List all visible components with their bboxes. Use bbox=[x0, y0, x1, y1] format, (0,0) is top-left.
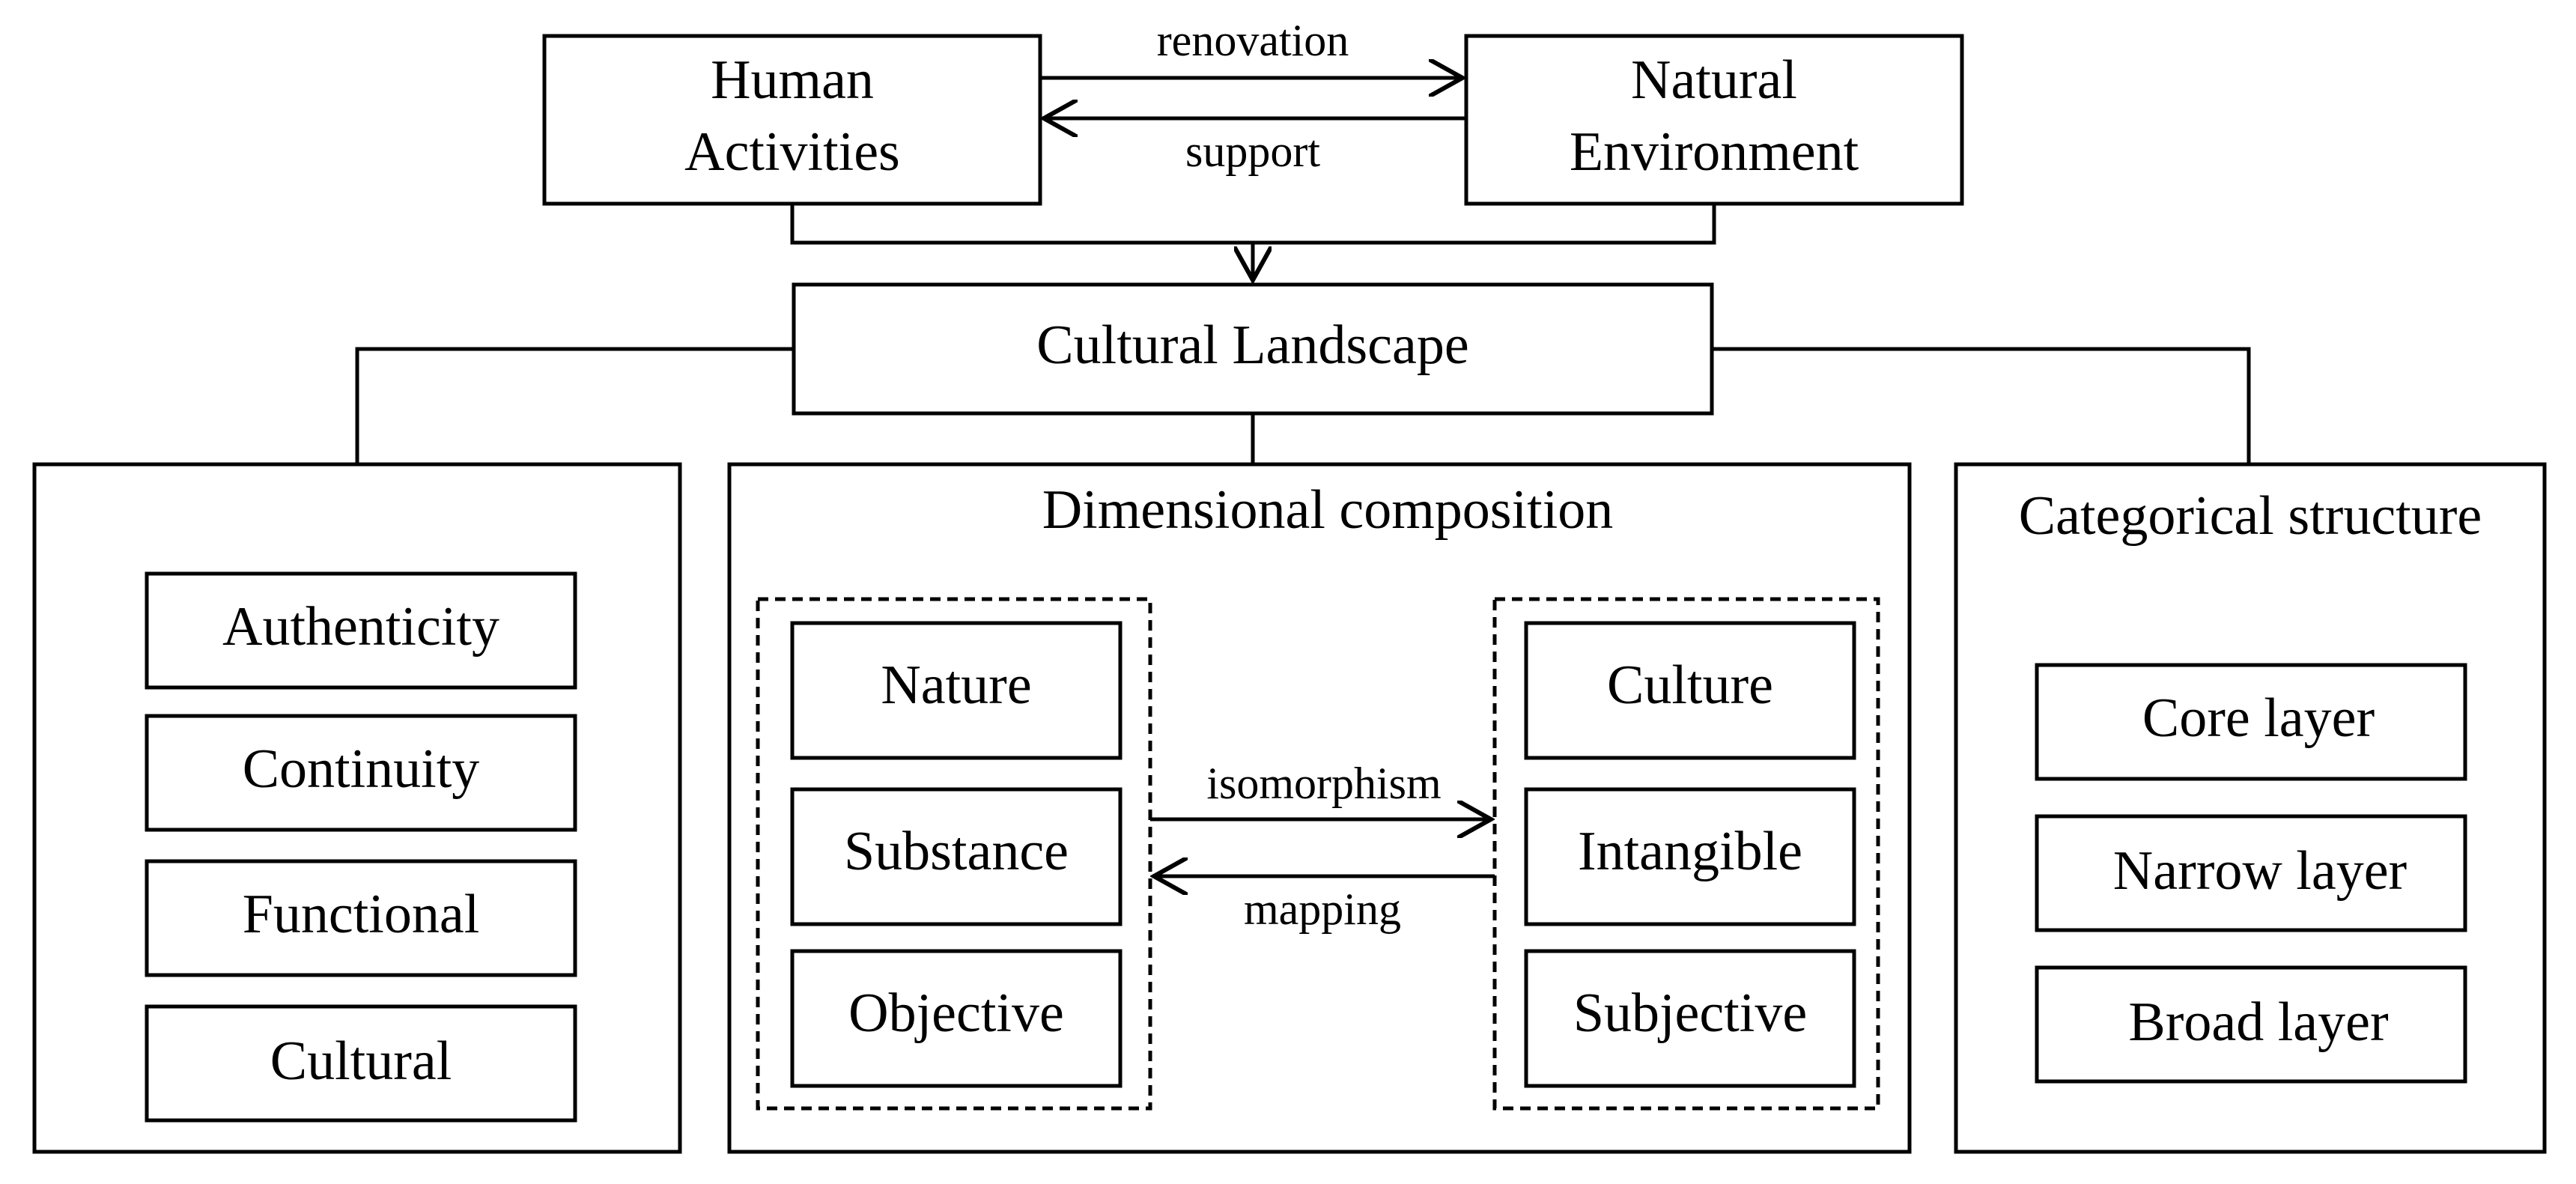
center-panel: Dimensional composition Nature Substance… bbox=[727, 462, 1912, 1154]
isomorphism-label: isomorphism bbox=[1206, 759, 1441, 808]
authenticity-label: Authenticity bbox=[222, 596, 499, 658]
subjective-item: Subjective bbox=[1524, 949, 1856, 1088]
substance-label: Substance bbox=[844, 821, 1069, 882]
dimensional-composition-title: Dimensional composition bbox=[1042, 479, 1614, 541]
human-activities-label-line2: Activities bbox=[684, 121, 900, 183]
natural-environment-label-line2: Environment bbox=[1570, 121, 1859, 183]
renovation-label: renovation bbox=[1157, 16, 1349, 65]
core-layer-item: Core layer bbox=[2035, 663, 2467, 781]
mapping-label: mapping bbox=[1244, 884, 1401, 934]
continuity-item: Continuity bbox=[145, 714, 577, 832]
tangible-group-dashed-frame bbox=[756, 597, 1152, 1111]
intangible-group-dashed-frame bbox=[1492, 597, 1880, 1111]
broad-layer-item: Broad layer bbox=[2035, 965, 2467, 1084]
functional-label: Functional bbox=[243, 884, 480, 945]
subjective-label: Subjective bbox=[1573, 983, 1807, 1044]
cultural-landscape-node: Cultural Landscape bbox=[792, 282, 1714, 416]
substance-item: Substance bbox=[790, 787, 1123, 926]
narrow-layer-item: Narrow layer bbox=[2035, 814, 2467, 932]
natural-environment-node: Natural Environment bbox=[1464, 34, 1964, 206]
left-branch-connector bbox=[355, 347, 794, 464]
nature-label: Nature bbox=[881, 655, 1031, 716]
cultural-label: Cultural bbox=[270, 1030, 452, 1092]
culture-item: Culture bbox=[1524, 621, 1856, 760]
support-label: support bbox=[1185, 127, 1320, 176]
continuity-label: Continuity bbox=[243, 738, 480, 800]
nature-item: Nature bbox=[790, 621, 1123, 760]
functional-item: Functional bbox=[145, 859, 577, 977]
top-merge-connector bbox=[790, 204, 1716, 245]
cultural-landscape-label: Cultural Landscape bbox=[1036, 315, 1468, 376]
intangible-label: Intangible bbox=[1578, 821, 1802, 882]
objective-label: Objective bbox=[848, 983, 1064, 1044]
cultural-item: Cultural bbox=[145, 1004, 577, 1123]
human-activities-node: Human Activities bbox=[542, 34, 1042, 206]
right-branch-connector bbox=[1712, 347, 2251, 464]
authenticity-item: Authenticity bbox=[145, 571, 577, 690]
left-panel: Authenticity Continuity Functional Cultu… bbox=[32, 462, 682, 1154]
human-activities-label-line1: Human bbox=[711, 49, 874, 111]
natural-environment-label-line1: Natural bbox=[1631, 49, 1797, 111]
narrow-layer-label: Narrow layer bbox=[2113, 840, 2407, 902]
culture-label: Culture bbox=[1607, 655, 1773, 716]
intangible-item: Intangible bbox=[1524, 787, 1856, 926]
categorical-structure-title: Categorical structure bbox=[2019, 485, 2482, 547]
objective-item: Objective bbox=[790, 949, 1123, 1088]
core-layer-label: Core layer bbox=[2142, 687, 2375, 749]
broad-layer-label: Broad layer bbox=[2128, 992, 2388, 1053]
right-panel: Categorical structure Core layer Narrow … bbox=[1954, 462, 2547, 1154]
